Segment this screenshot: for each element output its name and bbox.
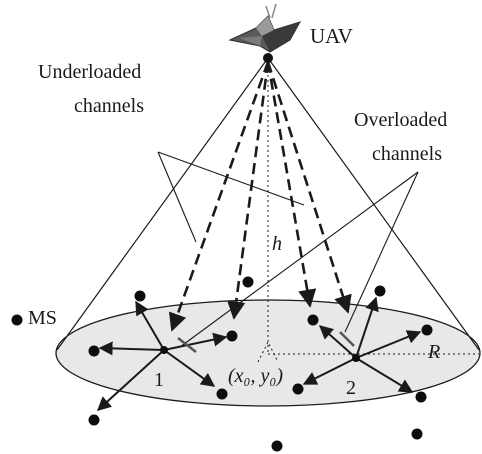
center-label: (x₀, y₀) [228, 365, 283, 387]
callout-overloaded-left [179, 171, 419, 348]
link-2c [355, 330, 422, 359]
ms-node [11, 314, 23, 326]
height-label: h [272, 233, 282, 255]
cone-left-edge [56, 57, 269, 351]
overloaded-label-line2: channels [372, 143, 442, 165]
cone-right-edge [267, 57, 480, 351]
ms-node [88, 414, 100, 426]
cluster-head-2 [352, 354, 360, 362]
uav-channels [168, 61, 352, 332]
overloaded-label-line1: Overloaded [354, 109, 448, 131]
ms-node [411, 428, 423, 440]
link-1c [96, 349, 165, 411]
ms-node [216, 388, 228, 400]
ms-node [415, 391, 427, 403]
callout-lines [157, 151, 419, 348]
cluster-head-1 [160, 346, 168, 354]
radius-label: R [428, 341, 441, 363]
channel-1 [168, 61, 270, 332]
link-1a [135, 300, 165, 351]
link-2d [355, 357, 414, 393]
geometry-guides [257, 60, 479, 363]
ms-node [307, 314, 319, 326]
callout-overloaded-right [344, 171, 419, 333]
uav-label: UAV [310, 24, 353, 48]
coverage-cone [56, 57, 480, 351]
ms-label: MS [28, 307, 57, 329]
cluster-1-label: 1 [154, 369, 164, 391]
link-1b [98, 341, 165, 356]
cluster-2-links [302, 296, 422, 393]
uav-icon [228, 3, 302, 63]
link-1d [163, 349, 216, 387]
overload-marks [177, 331, 355, 353]
ms-node [242, 276, 254, 288]
channel-2 [227, 61, 270, 320]
ms-node [226, 330, 238, 342]
callout-underloaded-left [157, 151, 197, 243]
link-2a [318, 325, 357, 359]
underloaded-label-line2: channels [74, 95, 144, 117]
mobile-stations [11, 276, 433, 452]
ms-node [134, 290, 146, 302]
link-1e [163, 332, 228, 351]
ms-node [292, 383, 304, 395]
link-2b [355, 296, 379, 359]
link-2e [302, 357, 357, 385]
cluster-2-label: 2 [346, 377, 356, 399]
ms-node [374, 285, 386, 297]
ms-node [271, 440, 283, 452]
cluster-heads [160, 346, 360, 362]
channel-3 [266, 61, 317, 308]
ms-node [421, 324, 433, 336]
channel-4 [266, 61, 352, 314]
underloaded-label-line1: Underloaded [38, 61, 142, 83]
ms-node [88, 345, 100, 357]
callout-underloaded-right [157, 151, 305, 206]
cluster-1-links [96, 300, 228, 411]
